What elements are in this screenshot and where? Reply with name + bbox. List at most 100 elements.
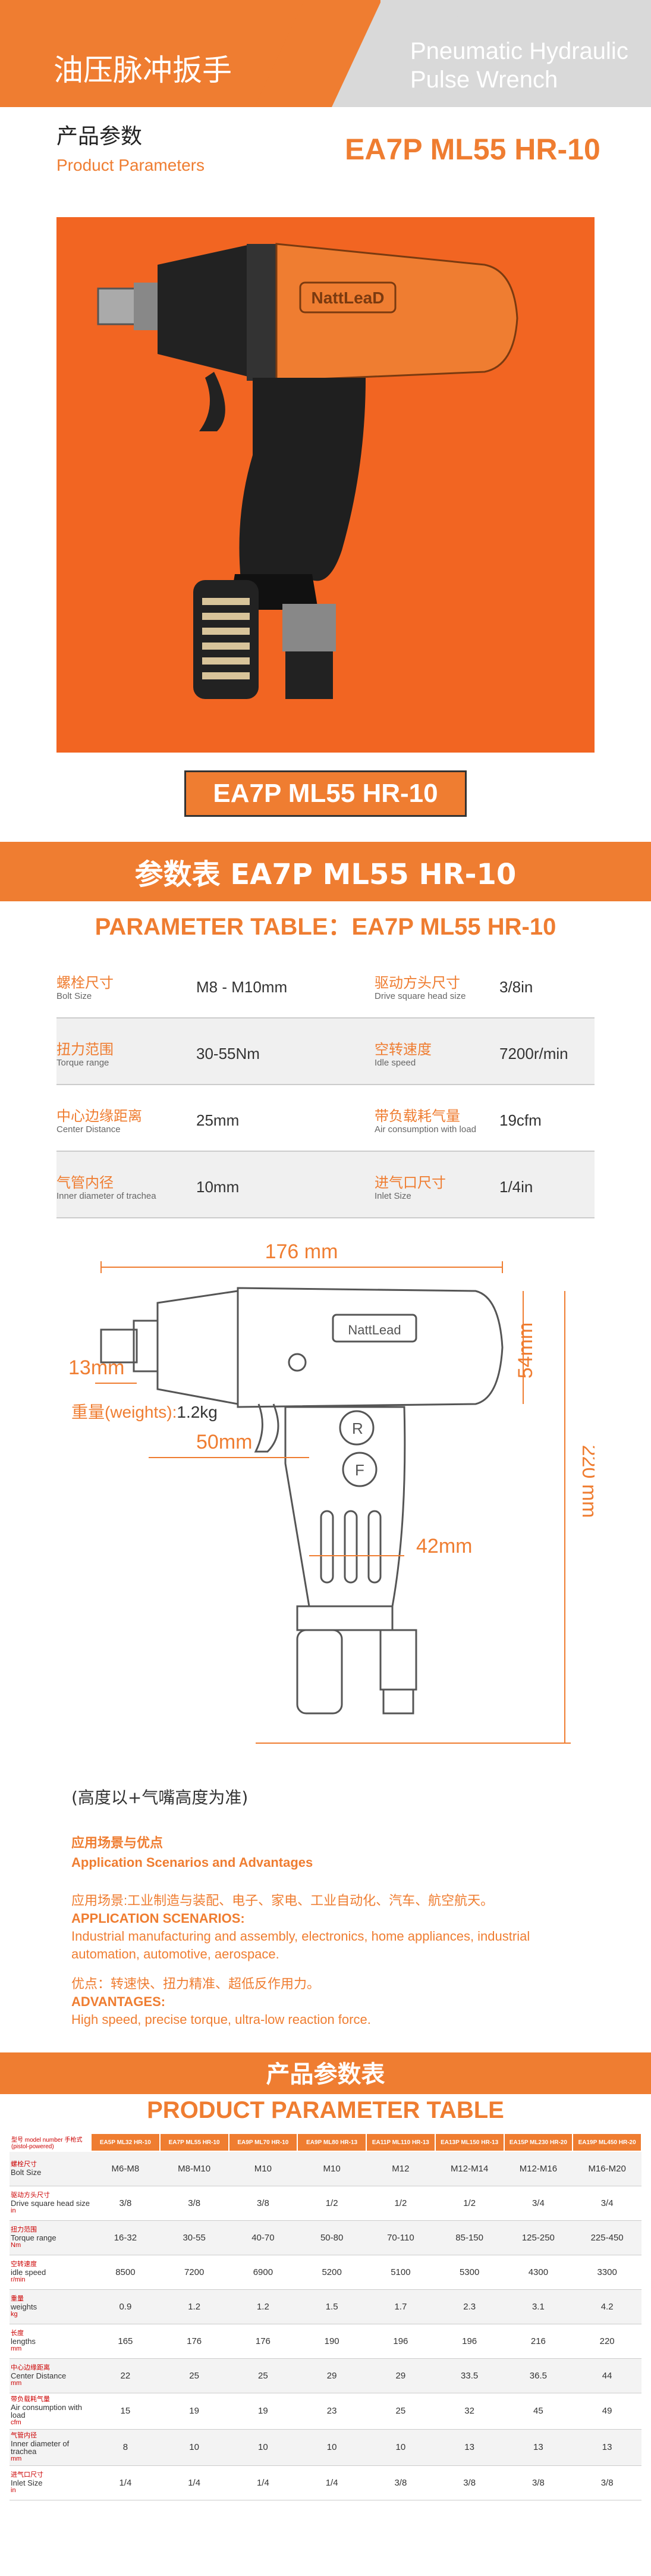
spec-left-value: 10mm: [196, 1178, 240, 1196]
reverse-r-label: R: [352, 1419, 363, 1437]
table-cell: 3/8: [504, 2465, 573, 2500]
table-header-row: 型号 model number 手枪式 (pistol-powered) EA5…: [9, 2133, 642, 2152]
spec-row: 气管内径 Inner diameter of trachea 10mm 进气口尺…: [56, 1152, 595, 1218]
dim-head-height: 54mm: [514, 1323, 537, 1378]
table-cell: 45: [504, 2393, 573, 2430]
product-photo: NattLeaD: [56, 217, 595, 753]
table-model-header: EA19P ML450 HR-20: [572, 2133, 642, 2152]
table-cell: 25: [159, 2358, 229, 2393]
row-label-en: Drive square head size: [11, 2198, 90, 2208]
row-label-cn: 中心边缘距离: [11, 2364, 50, 2371]
table-cell: 3/8: [228, 2186, 298, 2221]
spec-right-label-en: Inlet Size: [375, 1191, 411, 1201]
table-model-header: EA15P ML230 HR-20: [503, 2133, 574, 2152]
table-cell: 1.7: [366, 2289, 435, 2324]
table-cell: 44: [573, 2358, 641, 2393]
spec-left-label-en: Bolt Size: [56, 991, 92, 1001]
row-label-en: idle speed: [11, 2267, 46, 2277]
dim-length: 176 mm: [265, 1240, 338, 1263]
params-heading-en: Product Parameters: [56, 156, 205, 174]
spec-right-value: 3/8in: [499, 978, 533, 996]
table-cell: 50-80: [297, 2220, 366, 2255]
table-model-header: EA9P ML80 HR-13: [297, 2133, 367, 2152]
pulse-wrench-photo: NattLeaD: [56, 217, 595, 753]
param-table-bar: [0, 842, 651, 901]
table-cell: 25: [228, 2358, 298, 2393]
dim-total-height: 220 mm: [578, 1445, 595, 1518]
table-cell: 49: [573, 2393, 641, 2430]
table-cell: M10: [228, 2151, 298, 2186]
dimension-drawing: 176 mm 13mm 50mm 54mm 220 mm 42mm NattLe…: [59, 1226, 600, 1767]
header-title-en-line1: Pneumatic Hydraulic: [410, 38, 628, 64]
param-table-subtitle: PARAMETER TABLE：EA7P ML55 HR-10: [95, 914, 556, 940]
drawing-brand: NattLead: [348, 1323, 401, 1337]
row-label-cn: 螺栓尺寸: [11, 2161, 37, 2168]
row-label-unit: r/min: [11, 2276, 26, 2283]
table-cell: 5100: [366, 2255, 435, 2290]
applications-advantages: 优点：转速快、扭力精准、超低反作用力。 ADVANTAGES: High spe…: [71, 1975, 595, 2029]
spec-right-label-cn: 带负载耗气量: [375, 1108, 460, 1124]
table-cell: 220: [573, 2324, 641, 2359]
table-cell: 8: [91, 2429, 160, 2466]
height-note: (高度以+气嘴高度为准): [71, 1788, 249, 1807]
row-label-en: Torque range: [11, 2233, 56, 2242]
row-label-unit: in: [11, 2486, 16, 2494]
table-cell: 7200: [159, 2255, 229, 2290]
spec-left-label-cn: 气管内径: [56, 1174, 114, 1191]
table-cell: 3/4: [573, 2186, 641, 2221]
header-title-cn: 油压脉冲扳手: [54, 53, 232, 87]
table-cell: 10: [366, 2429, 435, 2466]
row-label-en: Center Distance: [11, 2371, 67, 2380]
spec-row: 扭力范围 Torque range 30-55Nm 空转速度 Idle spee…: [56, 1019, 595, 1085]
product-parameter-table: 型号 model number 手枪式 (pistol-powered) EA5…: [9, 2133, 642, 2500]
table-cell: 125-250: [504, 2220, 573, 2255]
row-label-en: Bolt Size: [11, 2168, 42, 2177]
table-cell: 23: [297, 2393, 366, 2430]
dim-grip: 42mm: [416, 1535, 472, 1557]
dim-center: 50mm: [196, 1431, 252, 1453]
table-model-header: EA11P ML110 HR-13: [366, 2133, 436, 2152]
table-cell: 10: [297, 2429, 366, 2466]
row-label-unit: cfm: [11, 2418, 21, 2426]
table-cell: 32: [435, 2393, 504, 2430]
row-label-cn: 空转速度: [11, 2260, 37, 2268]
spec-right-value: 7200r/min: [499, 1045, 568, 1063]
table-cell: M6-M8: [91, 2151, 160, 2186]
row-label-cn: 进气口尺寸: [11, 2471, 43, 2478]
table-cell: 0.9: [91, 2289, 160, 2324]
wrench-line-drawing: 176 mm 13mm 50mm 54mm 220 mm 42mm NattLe…: [68, 1240, 600, 1744]
table-cell: 1.2: [228, 2289, 298, 2324]
table-cell: 19: [228, 2393, 298, 2430]
table-cell: 4300: [504, 2255, 573, 2290]
table-cell: 36.5: [504, 2358, 573, 2393]
spec-right-value: 19cfm: [499, 1111, 542, 1129]
table-cell: 22: [91, 2358, 160, 2393]
table-cell: 33.5: [435, 2358, 504, 2393]
table-cell: 30-55: [159, 2220, 229, 2255]
table-cell: 196: [435, 2324, 504, 2359]
weight-line: 重量(weights):1.2kg: [71, 1399, 218, 1423]
table-cell: 1/4: [297, 2465, 366, 2500]
row-label-unit: mm: [11, 2455, 22, 2462]
table-model-header: EA5P ML32 HR-10: [90, 2133, 161, 2152]
table-cell: 1/4: [159, 2465, 229, 2500]
weight-label: 重量(weights):: [71, 1403, 177, 1421]
spec-right-label-cn: 驱动方头尺寸: [375, 974, 460, 991]
spec-right-label-cn: 空转速度: [375, 1041, 432, 1058]
scenarios-en: Industrial manufacturing and assembly, e…: [71, 1929, 530, 1961]
table-cell: 6900: [228, 2255, 298, 2290]
table-cell: 2.3: [435, 2289, 504, 2324]
spec-left-value: 30-55Nm: [196, 1045, 260, 1063]
spec-row: 螺栓尺寸 Bolt Size M8 - M10mm 驱动方头尺寸 Drive s…: [56, 952, 595, 1019]
table-cell: M10: [297, 2151, 366, 2186]
spec-right-label-en: Idle speed: [375, 1058, 416, 1068]
